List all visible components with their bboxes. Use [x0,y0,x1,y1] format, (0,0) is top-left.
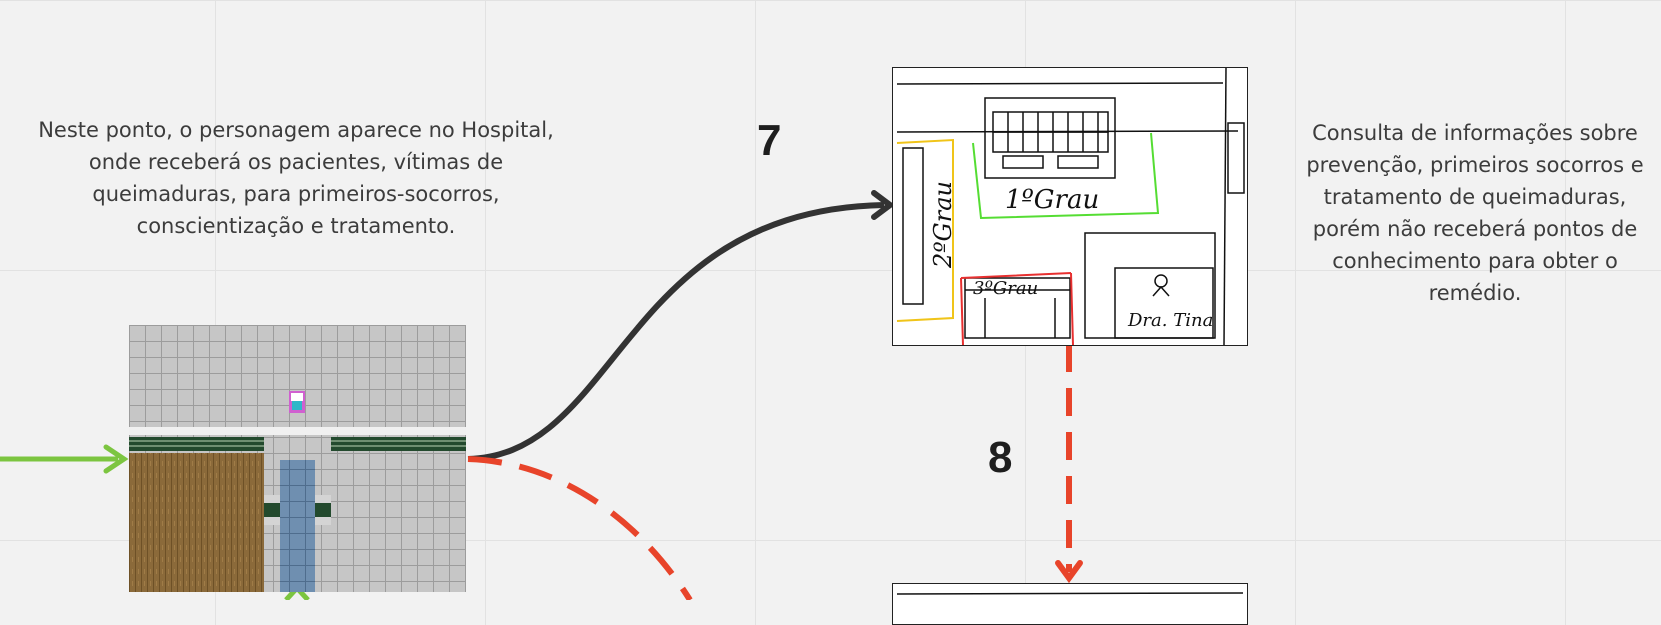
label-third-degree: 3ºGrau [973,278,1038,299]
wall-right [331,437,466,451]
arrow-to-consultation[interactable] [467,202,885,462]
note-hospital-intro[interactable]: Neste ponto, o personagem aparece no Hos… [38,118,554,238]
step-number-8: 8 [988,433,1013,482]
label-doctor: Dra. Tina [1127,310,1213,331]
connectors-layer [0,190,1083,600]
label-second-degree: 2ºGrau [929,181,957,269]
consultation-sketch-card[interactable]: 1ºGrau 2ºGrau 3ºGrau Dra. Tina [892,67,1248,346]
label-first-degree: 1ºGrau [1005,185,1099,215]
next-sketch-card[interactable] [892,583,1248,625]
next-sketch-partial [896,592,1244,595]
player-character-sprite [289,391,305,413]
green-arrowhead [103,444,129,474]
note-consultation-info[interactable]: Consulta de informações sobre prevenção,… [1306,121,1644,305]
wood-floor [129,453,264,592]
red-dashed-curve[interactable] [467,456,693,600]
corridor-carpet [280,460,315,592]
wall-left [129,437,264,451]
arrow-7-head [871,190,895,220]
step-number-7: 7 [757,116,782,165]
red-arrowhead-8 [1055,560,1083,584]
hospital-map-image[interactable] [129,325,466,592]
consultation-room-sketch: 1ºGrau 2ºGrau 3ºGrau Dra. Tina [896,68,1245,345]
